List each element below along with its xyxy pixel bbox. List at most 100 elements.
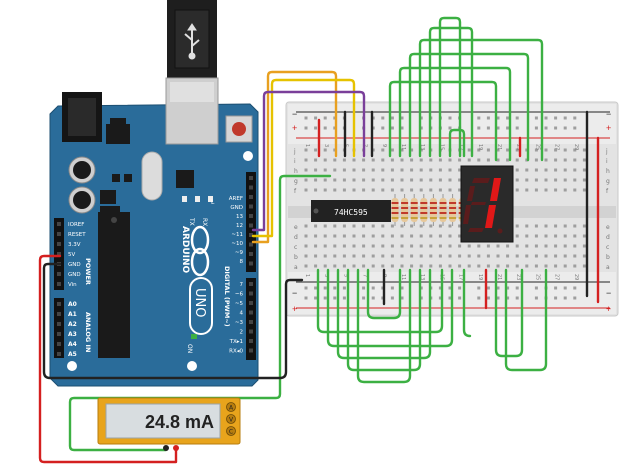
rail-hole[interactable] xyxy=(506,126,510,130)
header-pin[interactable] xyxy=(249,282,253,286)
rail-hole[interactable] xyxy=(515,126,519,130)
rail-hole[interactable] xyxy=(458,286,462,290)
breadboard-hole[interactable] xyxy=(438,178,442,182)
header-pin[interactable] xyxy=(57,312,61,316)
rail-hole[interactable] xyxy=(554,286,558,290)
breadboard-hole[interactable] xyxy=(554,234,558,238)
breadboard-hole[interactable] xyxy=(352,264,356,268)
breadboard-hole[interactable] xyxy=(525,254,529,258)
rail-hole[interactable] xyxy=(304,126,308,130)
breadboard-hole[interactable] xyxy=(333,234,337,238)
breadboard-hole[interactable] xyxy=(390,254,394,258)
breadboard-hole[interactable] xyxy=(525,224,529,228)
breadboard-hole[interactable] xyxy=(371,224,375,228)
breadboard-hole[interactable] xyxy=(438,234,442,238)
breadboard-hole[interactable] xyxy=(515,254,519,258)
breadboard-hole[interactable] xyxy=(400,224,404,228)
breadboard-hole[interactable] xyxy=(304,158,308,162)
breadboard-hole[interactable] xyxy=(352,234,356,238)
wire-green-b3[interactable] xyxy=(336,268,432,360)
rail-hole[interactable] xyxy=(333,286,337,290)
breadboard-hole[interactable] xyxy=(515,178,519,182)
breadboard-hole[interactable] xyxy=(554,168,558,172)
breadboard-hole[interactable] xyxy=(304,148,308,152)
breadboard-hole[interactable] xyxy=(467,244,471,248)
breadboard-hole[interactable] xyxy=(573,254,577,258)
breadboard-hole[interactable] xyxy=(458,188,462,192)
probe-positive[interactable] xyxy=(173,445,179,451)
breadboard-hole[interactable] xyxy=(448,264,452,268)
breadboard-hole[interactable] xyxy=(352,224,356,228)
breadboard-hole[interactable] xyxy=(323,244,327,248)
rail-hole[interactable] xyxy=(496,116,500,120)
breadboard-hole[interactable] xyxy=(438,244,442,248)
breadboard-hole[interactable] xyxy=(371,264,375,268)
rail-hole[interactable] xyxy=(371,116,375,120)
probe-com[interactable] xyxy=(163,445,169,451)
breadboard-hole[interactable] xyxy=(371,148,375,152)
rail-hole[interactable] xyxy=(371,286,375,290)
breadboard-hole[interactable] xyxy=(563,234,567,238)
breadboard-hole[interactable] xyxy=(438,158,442,162)
breadboard-hole[interactable] xyxy=(362,224,366,228)
breadboard-hole[interactable] xyxy=(582,188,586,192)
breadboard-hole[interactable] xyxy=(544,148,548,152)
breadboard-hole[interactable] xyxy=(419,188,423,192)
breadboard-hole[interactable] xyxy=(506,158,510,162)
breadboard-hole[interactable] xyxy=(554,254,558,258)
breadboard-hole[interactable] xyxy=(390,264,394,268)
wire-green-6[interactable] xyxy=(448,128,466,158)
rail-hole[interactable] xyxy=(554,116,558,120)
breadboard-hole[interactable] xyxy=(554,178,558,182)
rail-hole[interactable] xyxy=(362,296,366,300)
wire-green-b7[interactable] xyxy=(494,268,524,358)
breadboard-hole[interactable] xyxy=(352,178,356,182)
breadboard-hole[interactable] xyxy=(534,148,538,152)
breadboard-hole[interactable] xyxy=(573,148,577,152)
breadboard-hole[interactable] xyxy=(410,158,414,162)
breadboard-hole[interactable] xyxy=(554,148,558,152)
breadboard-hole[interactable] xyxy=(458,244,462,248)
breadboard-hole[interactable] xyxy=(429,244,433,248)
wire-green-4[interactable] xyxy=(428,26,474,158)
wire-green-1[interactable] xyxy=(398,66,512,162)
breadboard-hole[interactable] xyxy=(342,254,346,258)
wire-green-3[interactable] xyxy=(418,38,544,162)
breadboard-hole[interactable] xyxy=(506,254,510,258)
breadboard-hole[interactable] xyxy=(429,158,433,162)
breadboard-hole[interactable] xyxy=(458,234,462,238)
wire-green-5[interactable] xyxy=(438,16,462,158)
breadboard-hole[interactable] xyxy=(381,178,385,182)
breadboard-hole[interactable] xyxy=(515,244,519,248)
header-pin[interactable] xyxy=(249,214,253,218)
breadboard-hole[interactable] xyxy=(544,234,548,238)
wire-green-b5[interactable] xyxy=(356,268,412,384)
breadboard-hole[interactable] xyxy=(342,178,346,182)
breadboard-hole[interactable] xyxy=(410,254,414,258)
breadboard-hole[interactable] xyxy=(438,188,442,192)
breadboard-hole[interactable] xyxy=(563,188,567,192)
breadboard-hole[interactable] xyxy=(544,254,548,258)
breadboard-hole[interactable] xyxy=(333,224,337,228)
breadboard-hole[interactable] xyxy=(554,224,558,228)
wires[interactable] xyxy=(38,16,600,464)
rail-hole[interactable] xyxy=(314,126,318,130)
rail-hole[interactable] xyxy=(544,116,548,120)
wire-green-b1[interactable] xyxy=(316,268,444,334)
breadboard-hole[interactable] xyxy=(525,234,529,238)
rail-hole[interactable] xyxy=(438,296,442,300)
breadboard-hole[interactable] xyxy=(352,158,356,162)
header-pin[interactable] xyxy=(249,291,253,296)
rail-hole[interactable] xyxy=(563,116,567,120)
breadboard-hole[interactable] xyxy=(390,234,394,238)
rail-hole[interactable] xyxy=(304,286,308,290)
breadboard-hole[interactable] xyxy=(477,264,481,268)
breadboard-hole[interactable] xyxy=(390,224,394,228)
rail-hole[interactable] xyxy=(563,286,567,290)
breadboard-hole[interactable] xyxy=(582,264,586,268)
header-pin[interactable] xyxy=(57,252,61,256)
breadboard-hole[interactable] xyxy=(573,234,577,238)
breadboard-hole[interactable] xyxy=(419,178,423,182)
breadboard-hole[interactable] xyxy=(410,178,414,182)
breadboard-hole[interactable] xyxy=(381,168,385,172)
